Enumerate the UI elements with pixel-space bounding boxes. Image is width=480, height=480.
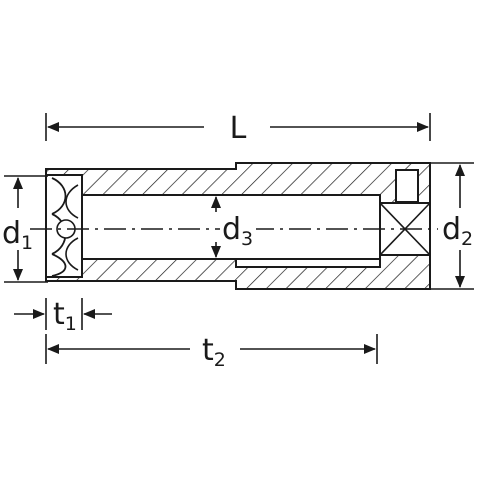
dimension-d1: d1: [2, 175, 48, 283]
label-d1: d1: [2, 216, 33, 254]
dimension-d2: d2: [430, 162, 476, 290]
label-L: L: [230, 111, 247, 146]
detent-slot: [395, 169, 419, 203]
dimension-d3: d3: [211, 196, 256, 258]
label-t2: t2: [202, 333, 226, 371]
d3-label-bg: [220, 212, 256, 242]
dimension-t1: t1: [14, 297, 112, 335]
label-t1: t1: [53, 297, 77, 335]
d2-label-bg: [438, 212, 476, 242]
dimension-t2: t2: [45, 333, 378, 371]
dimension-L: L: [45, 111, 431, 146]
label-d3: d3: [222, 212, 253, 250]
bottom-wall: [45, 254, 431, 290]
hex-profile-inner: [65, 184, 79, 271]
label-d2: d2: [442, 212, 473, 250]
